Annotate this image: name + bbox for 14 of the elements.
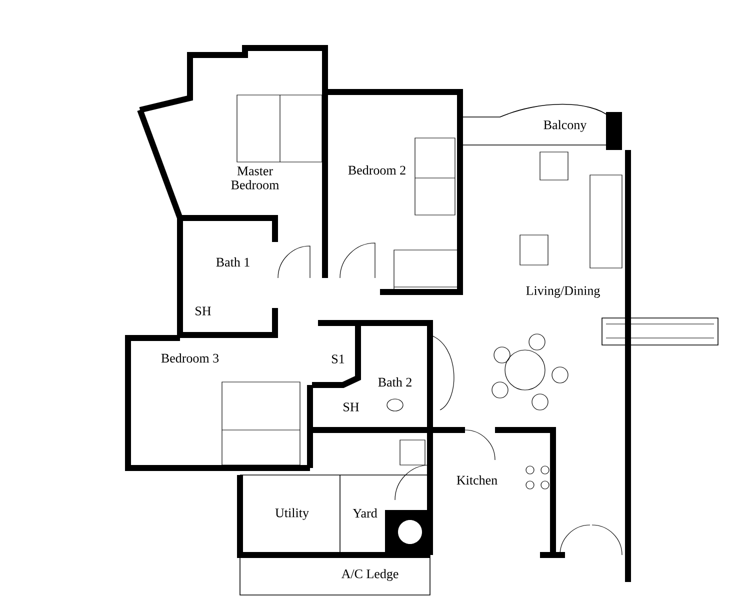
room-label: SH [196,306,211,316]
room-label: Balcony [544,120,587,132]
room-label: Kitchen [456,475,498,485]
room-label: A/C Ledge [341,569,398,581]
room-label: Living/Dining [526,286,600,298]
room-label: Bath 1 [216,257,250,267]
room-label: Yard [352,508,378,518]
room-label: Bath 2 [378,377,412,387]
room-label: Utility [275,508,309,520]
room-label: S1 [332,354,344,364]
room-label: SH [344,402,359,412]
room-label: Master Bedroom [231,166,279,190]
room-label: Bedroom 3 [161,353,219,363]
room-label: Bedroom 2 [348,165,406,175]
